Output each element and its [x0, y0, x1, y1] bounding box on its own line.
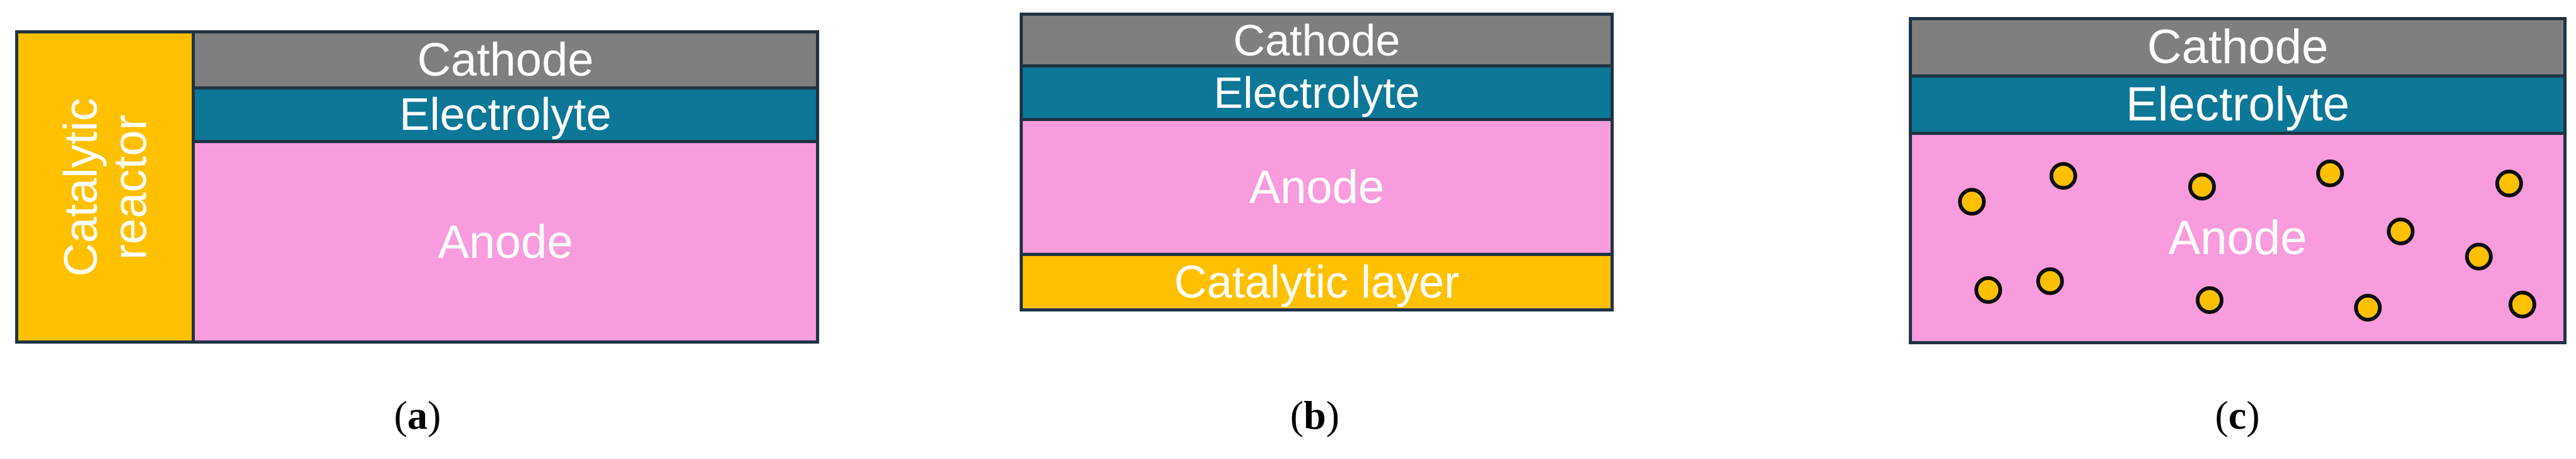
anode-layer-b: Anode — [1020, 118, 1614, 256]
catalyst-particle — [1974, 276, 2002, 304]
catalyst-particle — [2465, 243, 2493, 270]
catalyst-particle — [2196, 286, 2223, 314]
catalyst-particle — [2354, 294, 2382, 322]
cathode-label-c: Cathode — [2147, 20, 2329, 74]
anode-label-c: Anode — [2168, 211, 2307, 265]
caption-b: (b) — [1290, 393, 1340, 438]
electrolyte-layer-b: Electrolyte — [1020, 64, 1614, 121]
catalyst-particle — [1958, 188, 1986, 216]
anode-layer-a: Anode — [192, 140, 819, 344]
anode-label-b: Anode — [1249, 160, 1384, 213]
catalyst-particle — [2049, 162, 2077, 190]
caption-c-letter: c — [2228, 393, 2247, 438]
cathode-label-a: Cathode — [417, 33, 594, 86]
caption-a: (a) — [393, 393, 441, 438]
catalyst-particle — [2509, 291, 2536, 318]
catalytic-layer-b: Catalytic layer — [1020, 253, 1614, 311]
electrolyte-label-a: Electrolyte — [399, 90, 612, 140]
catalytic-reactor: Catalytic reactor — [15, 30, 195, 344]
electrolyte-layer-c: Electrolyte — [1909, 74, 2567, 135]
anode-label-a: Anode — [438, 215, 573, 268]
catalyst-particle — [2036, 267, 2064, 295]
catalytic-layer-label-b: Catalytic layer — [1174, 257, 1460, 308]
cathode-label-b: Cathode — [1233, 15, 1401, 65]
caption-a-letter: a — [407, 393, 428, 438]
electrolyte-layer-a: Electrolyte — [192, 86, 819, 143]
electrolyte-label-c: Electrolyte — [2126, 78, 2350, 131]
catalyst-particle — [2495, 170, 2523, 197]
cathode-layer-a: Cathode — [192, 30, 819, 90]
cathode-layer-c: Cathode — [1909, 17, 2567, 78]
catalyst-particle — [2188, 173, 2216, 200]
catalytic-reactor-label: Catalytic reactor — [54, 97, 156, 277]
catalyst-particle — [2387, 218, 2415, 245]
electrolyte-label-b: Electrolyte — [1213, 68, 1420, 117]
anode-layer-c: Anode — [1909, 132, 2567, 344]
cathode-layer-b: Cathode — [1020, 13, 1614, 67]
caption-c: (c) — [2215, 393, 2260, 438]
catalyst-particle — [2316, 160, 2344, 187]
caption-b-letter: b — [1303, 393, 1326, 438]
